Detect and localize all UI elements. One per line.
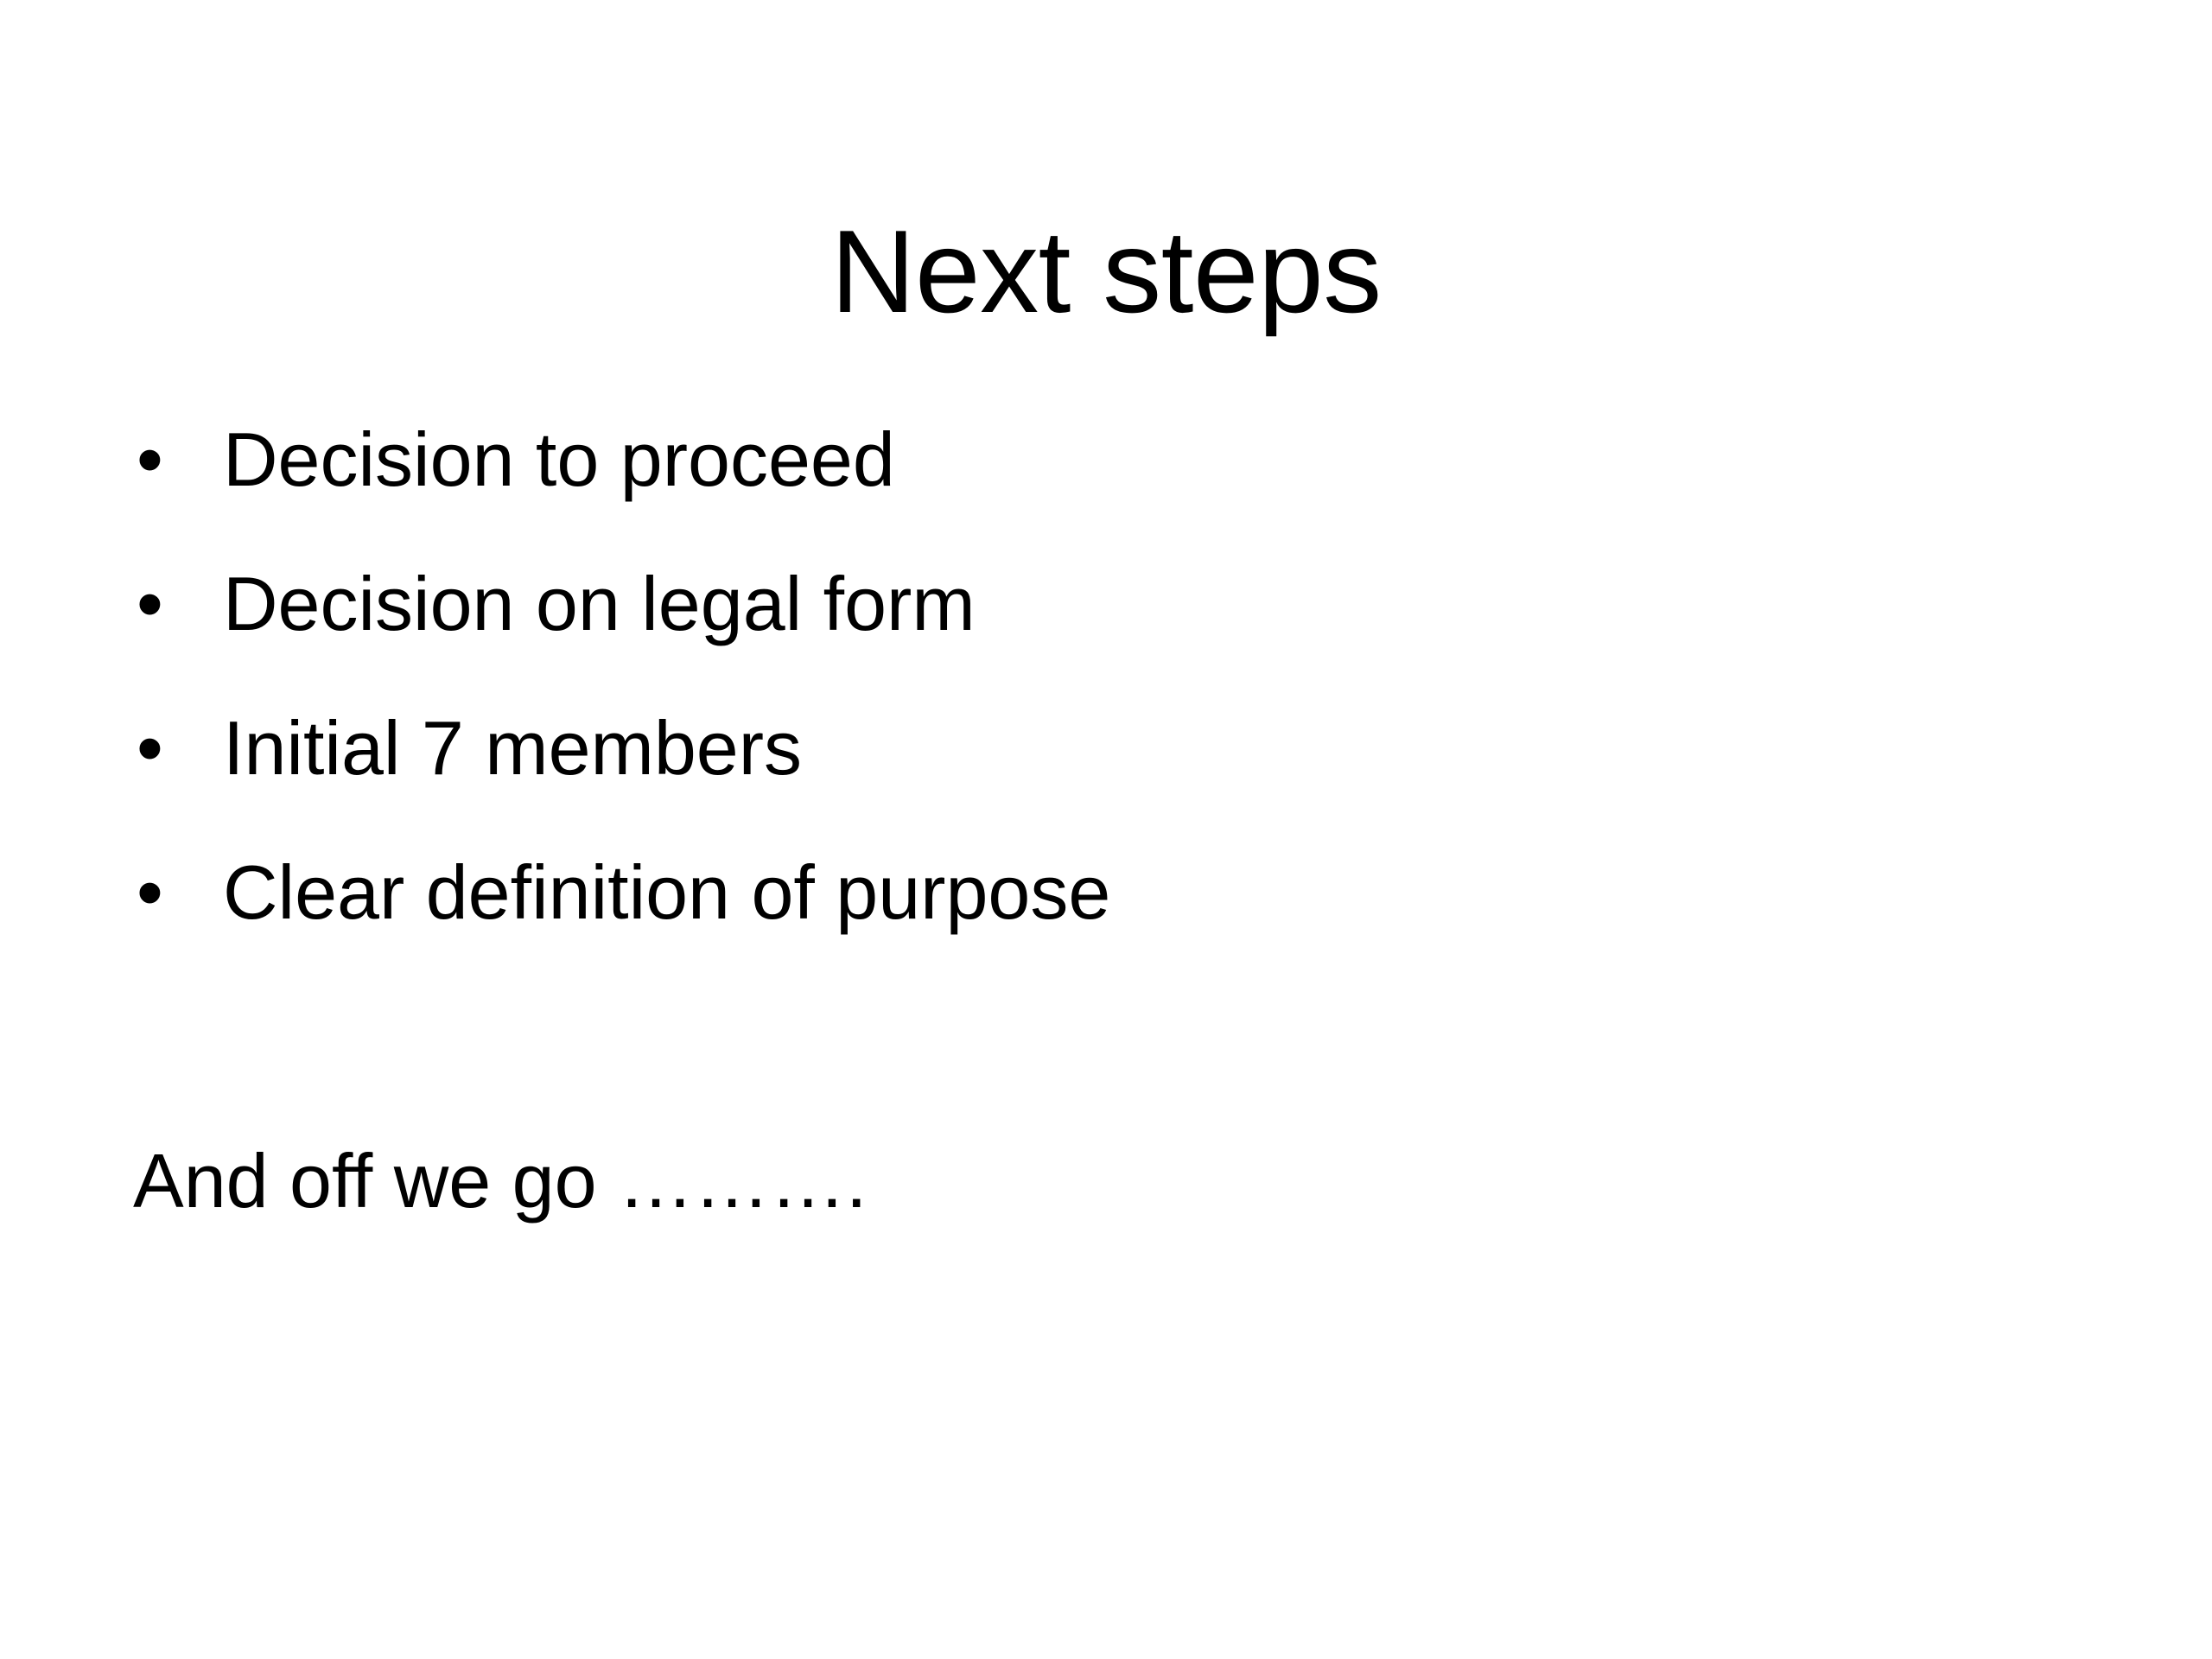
bullet-point-icon: • — [137, 416, 163, 502]
list-item-label: Initial 7 members — [223, 705, 803, 791]
list-item: • Clear definition of purpose — [130, 820, 2082, 964]
list-item-label: Decision on legal form — [223, 561, 976, 646]
bullet-list: • Decision to proceed • Decision on lega… — [130, 387, 2082, 964]
list-item: • Initial 7 members — [130, 676, 2082, 820]
list-item: • Decision to proceed — [130, 387, 2082, 531]
bullet-point-icon: • — [137, 705, 163, 791]
bullet-point-icon: • — [137, 561, 163, 646]
slide-body-content: • Decision to proceed • Decision on lega… — [130, 387, 2082, 1253]
closing-statement: And off we go ………. — [133, 1138, 868, 1224]
page-title: Next steps — [830, 206, 1382, 338]
spacer-line — [130, 964, 2082, 1109]
list-item: • Decision on legal form — [130, 531, 2082, 676]
list-item-label: Clear definition of purpose — [223, 849, 1111, 935]
list-item-label: Decision to proceed — [223, 416, 895, 502]
bullet-point-icon: • — [137, 849, 163, 935]
